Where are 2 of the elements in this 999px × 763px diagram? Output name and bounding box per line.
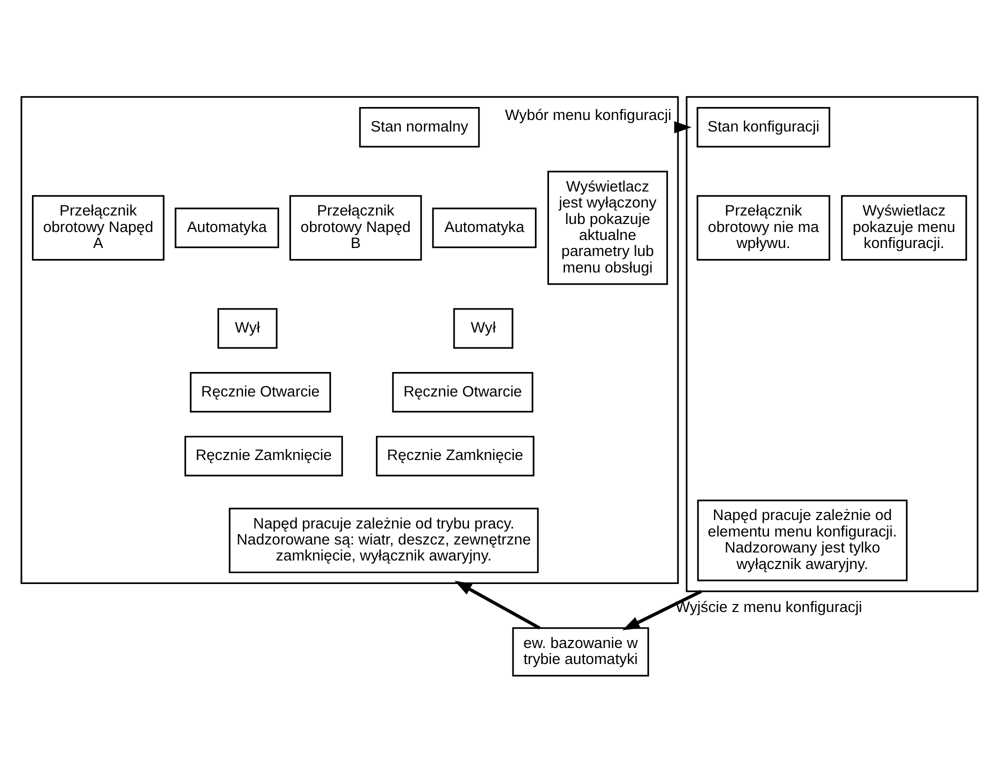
edge-label: Wyjście z menu konfiguracji (676, 598, 862, 616)
edge-label: Wybór menu konfiguracji (505, 106, 672, 124)
